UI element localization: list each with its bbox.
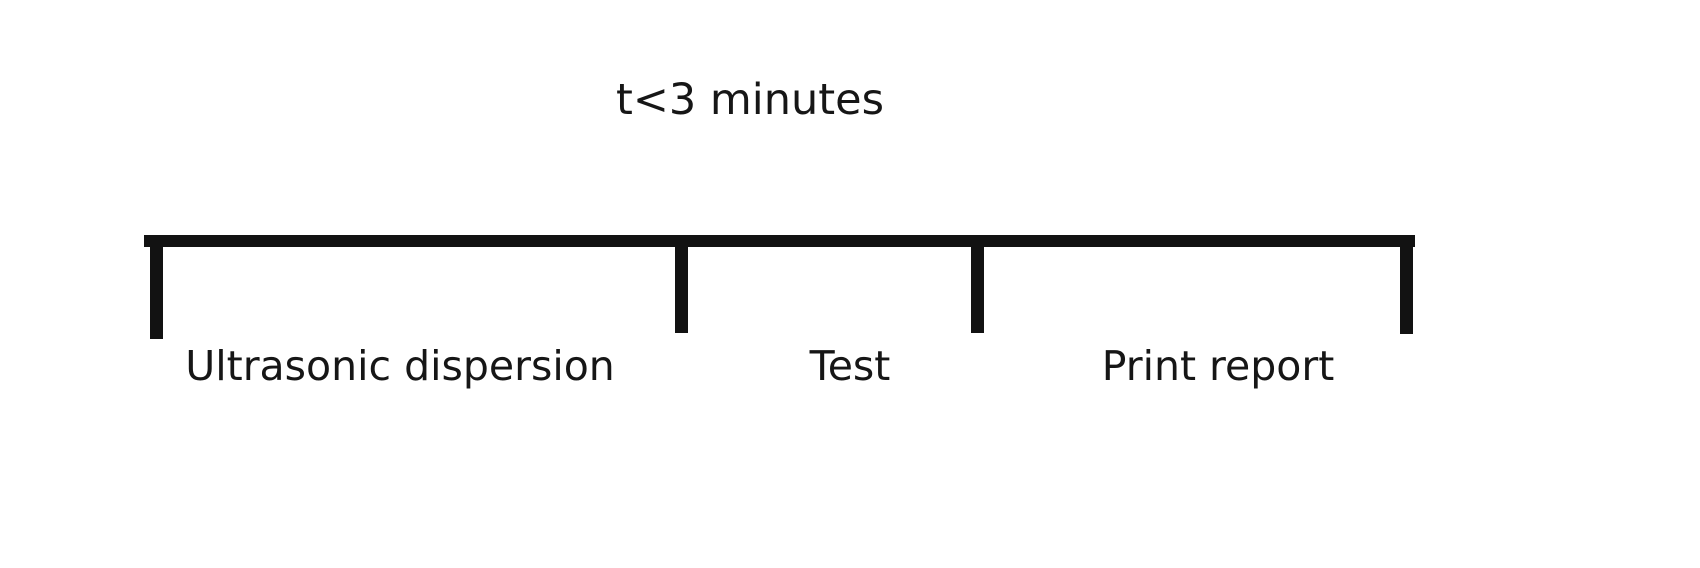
segment-label-test: Test — [809, 342, 891, 390]
timeline-tick-end — [1400, 235, 1413, 334]
timeline-tick-divider-1 — [675, 235, 688, 333]
timeline-tick-start — [150, 235, 163, 339]
timeline-bar — [144, 235, 1415, 247]
segment-label-ultrasonic-dispersion: Ultrasonic dispersion — [185, 342, 615, 390]
segment-label-print-report: Print report — [1101, 342, 1335, 390]
duration-annotation: t<3 minutes — [616, 75, 884, 125]
timeline-tick-divider-2 — [971, 235, 984, 333]
